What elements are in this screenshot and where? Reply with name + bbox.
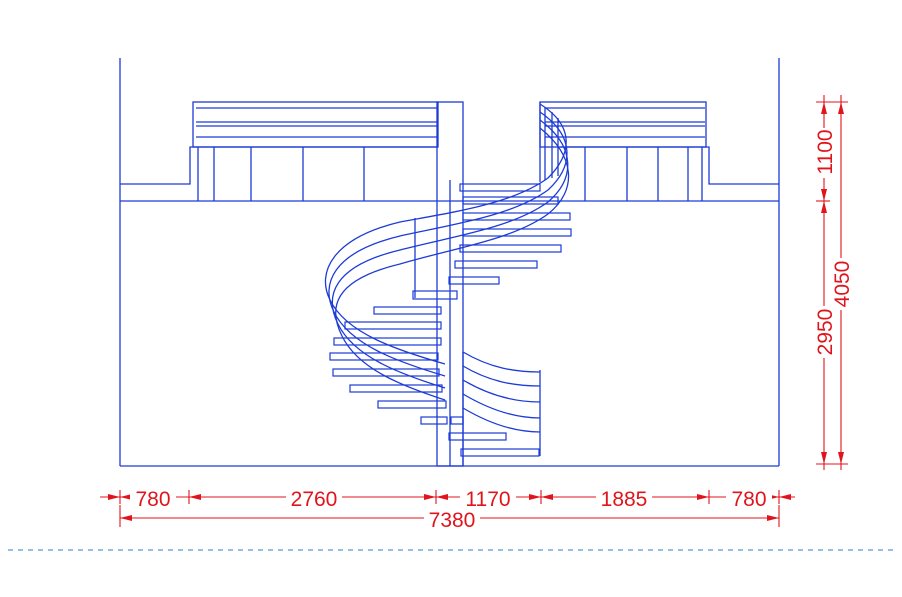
tread [454, 260, 538, 269]
tread [344, 321, 442, 330]
tread [460, 448, 540, 457]
tread [459, 244, 562, 253]
tread [332, 368, 440, 377]
tread [373, 306, 442, 315]
tread [420, 416, 448, 425]
right-landing-railing [539, 101, 707, 201]
dimension-text-masks [130, 128, 852, 530]
dim-right-span: 1885 [601, 488, 648, 511]
dim-overall-width: 7380 [429, 509, 476, 532]
dim-lower-height: 2950 [814, 309, 837, 356]
tread [450, 416, 464, 425]
vertical-dimension-arrows [821, 102, 844, 464]
tread [448, 276, 500, 285]
tread [462, 228, 572, 237]
tread [329, 352, 439, 361]
dim-upper-height: 1100 [814, 129, 837, 174]
dim-right-margin: 780 [731, 488, 766, 511]
dim-center-span: 1170 [465, 488, 510, 511]
dim-overall-height: 4050 [831, 261, 854, 308]
tread [377, 400, 447, 409]
tread [349, 384, 443, 393]
tread [448, 432, 507, 441]
dim-left-span: 2760 [291, 488, 338, 511]
tread [459, 183, 541, 192]
tread [412, 290, 458, 300]
left-landing-railing [192, 101, 439, 201]
tread [462, 212, 571, 221]
spiral-handrail [324, 102, 570, 466]
dim-left-margin: 780 [135, 488, 170, 511]
